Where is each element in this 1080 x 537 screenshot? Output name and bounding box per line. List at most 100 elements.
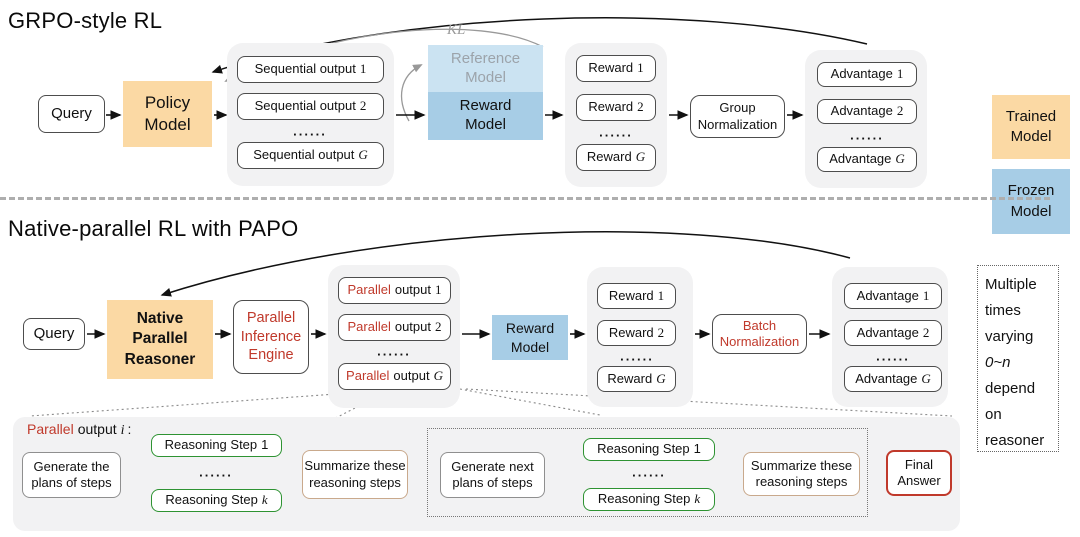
adv2-2-num: 2 <box>922 324 930 340</box>
par-output-2-red: Parallel <box>347 319 391 335</box>
note-line1: Multiple <box>985 276 1037 293</box>
step1b-num: 1 <box>693 441 701 457</box>
step1a-num: 1 <box>261 437 269 453</box>
query-box-papo: Query <box>23 318 85 350</box>
stepka-num: k <box>261 492 268 508</box>
reward-model2-line2: Model <box>510 338 550 355</box>
detail-label-mid: output <box>77 421 117 437</box>
legend-trained-line1: Trained <box>1005 107 1057 125</box>
stepkb-label: Reasoning Step <box>597 491 691 507</box>
engine-line1: Parallel <box>246 309 296 326</box>
papo-title: Native-parallel RL with PAPO <box>8 216 299 241</box>
batch-normalization-box: Batch Normalization <box>712 314 807 354</box>
note-line6: on <box>985 406 1002 423</box>
stepkb-num: k <box>694 491 701 507</box>
reward-model-line2: Model <box>465 116 506 133</box>
reward-g-label: Reward <box>586 149 632 165</box>
note-line2: times <box>985 302 1021 319</box>
advantage-g-label: Advantage <box>829 151 892 167</box>
adv2-2-label: Advantage <box>856 324 919 340</box>
parallel-inference-engine-box: Parallel Inference Engine <box>233 300 309 374</box>
seq-outputs-ellipsis: ...... <box>293 123 327 139</box>
advantage-2-label: Advantage <box>830 103 893 119</box>
rewards-ellipsis-grpo: ...... <box>599 124 633 140</box>
gen-next-line2: plans of steps <box>452 475 533 490</box>
reward-g-num: G <box>635 149 646 165</box>
par-output-1-label: output <box>394 282 431 298</box>
reward-1-num: 1 <box>637 60 644 76</box>
par-output-1-num: 1 <box>435 282 442 298</box>
steps-ellipsis-b: ...... <box>632 464 666 480</box>
par-output-2-num: 2 <box>435 319 442 335</box>
reward2-2-num: 2 <box>657 324 665 340</box>
note-line4: 0~n <box>985 354 1011 371</box>
batch-norm-line2: Normalization <box>719 334 800 349</box>
gen-next-line1: Generate next <box>451 458 534 474</box>
query-box-grpo: Query <box>38 95 105 133</box>
reasoner-line3: Reasoner <box>124 350 196 368</box>
seq-output-2-label: Sequential output <box>254 98 356 114</box>
reward2-g-num: G <box>656 370 666 386</box>
summarize-box-a: Summarize these reasoning steps <box>302 450 408 499</box>
reference-model-line1: Reference <box>450 49 521 67</box>
reasoner-note-box: Multiple times varying 0~n depend on rea… <box>977 265 1059 452</box>
legend-frozen-model: Frozen Model <box>992 169 1070 234</box>
advantages-ellipsis-papo: ...... <box>876 348 910 364</box>
advantage-1-num: 1 <box>896 66 904 82</box>
note-line5: depend <box>985 380 1036 397</box>
par-output-1-red: Parallel <box>347 282 391 298</box>
engine-line2: Inference <box>240 328 302 345</box>
reward-model-box-grpo: Reward Model <box>428 92 543 140</box>
final-answer-box: Final Answer <box>886 450 952 496</box>
legend-trained-model: Trained Model <box>992 95 1070 159</box>
summarize-b-line2: reasoning steps <box>755 474 848 489</box>
kl-label: KL <box>447 22 466 38</box>
batch-norm-line1: Batch <box>742 317 777 333</box>
generate-next-plans-box: Generate next plans of steps <box>440 452 545 498</box>
reward-2-num: 2 <box>637 99 644 115</box>
summarize-box-b: Summarize these reasoning steps <box>743 452 860 496</box>
summarize-a-line1: Summarize these <box>304 458 406 474</box>
stepka-label: Reasoning Step <box>165 492 258 508</box>
advantage-2-num: 2 <box>896 103 904 119</box>
reward-model-box-papo: Reward Model <box>492 315 568 360</box>
seq-output-1-label: Sequential output <box>254 61 356 77</box>
steps-ellipsis-a: ...... <box>199 464 233 480</box>
seq-output-g-num: G <box>358 147 368 163</box>
par-output-2-label: output <box>394 319 431 335</box>
query-label: Query <box>51 104 92 122</box>
reference-model-box: Reference Model <box>428 45 543 92</box>
summarize-a-line2: reasoning steps <box>309 474 401 490</box>
legend-frozen-line1: Frozen <box>1007 182 1055 200</box>
reference-model-arrow <box>401 64 423 122</box>
note-line3: varying <box>985 328 1034 345</box>
detail-label-colon: : <box>127 421 132 437</box>
rewards-ellipsis-papo: ...... <box>620 348 654 364</box>
policy-model-line2: Model <box>144 115 191 134</box>
grpo-title: GRPO-style RL <box>8 8 163 33</box>
iteration-dotted-box <box>427 428 868 517</box>
par-output-g-red: Parallel <box>346 368 390 384</box>
par-output-g-label: output <box>393 368 430 384</box>
reward2-g-label: Reward <box>607 370 653 386</box>
legend-frozen-line2: Model <box>1010 202 1052 220</box>
reasoner-line2: Parallel <box>132 330 188 348</box>
native-parallel-reasoner-box: Native Parallel Reasoner <box>107 300 213 379</box>
parallel-outputs-ellipsis: ...... <box>377 343 411 359</box>
seq-output-1-num: 1 <box>359 61 367 77</box>
